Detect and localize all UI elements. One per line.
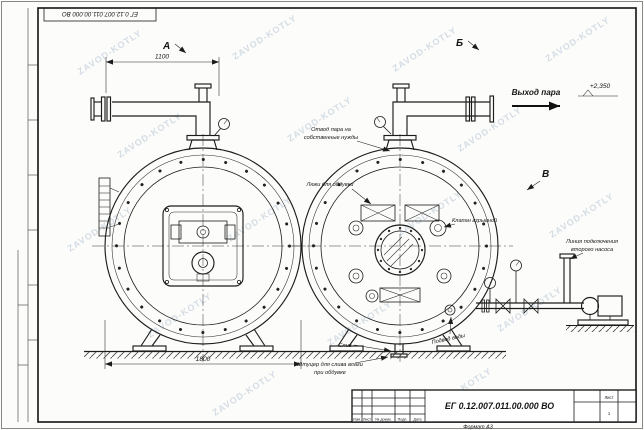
safety-valve-stub <box>194 83 212 89</box>
pressure-gauge <box>218 118 230 130</box>
steam-outlet-label: Выход пара <box>512 88 561 97</box>
watermark: ZAVOD-KOTLY <box>396 189 464 238</box>
front-door <box>162 205 244 287</box>
elevation-mark <box>578 89 618 97</box>
nozzles <box>348 219 456 316</box>
drain-fitting-label-2: при обдувке <box>314 370 346 376</box>
watermark: ZAVOD-KOTLY <box>231 13 299 62</box>
explosion-valve-nozzle <box>429 219 447 237</box>
valve <box>523 298 539 314</box>
view-a-boiler-front: 1100 1800 А <box>90 41 316 369</box>
dimension-1100: 1100 <box>105 54 220 96</box>
pressure-gauge <box>374 116 386 128</box>
col-podp: Подп. <box>398 418 408 422</box>
top-stamp-doc-number: ЕГ 0.12.007.011.00.000 ВО <box>62 10 138 17</box>
explosion-valve-label: Клапан взрывной <box>452 217 497 224</box>
top-stamp-box <box>43 7 157 22</box>
col-list: Лист <box>363 418 371 422</box>
pump-volute <box>580 296 600 316</box>
watermark: ZAVOD-KOTLY <box>548 191 616 240</box>
boiler-shell-rear <box>301 147 499 345</box>
watermark: ZAVOD-KOTLY <box>544 15 612 64</box>
view-b-boiler-rear: Б <box>289 38 513 362</box>
own-needs-label-1: Отвод пара на <box>311 127 351 133</box>
dim-1100-text: 1100 <box>155 54 170 61</box>
pump-line-label-2: второго насоса <box>571 247 613 253</box>
dim-1800-text: 1800 <box>196 356 211 363</box>
annotations: Выход пара +2,350 Отвод пара на собствен… <box>297 83 618 376</box>
pressure-gauge <box>484 277 496 289</box>
bottom-hatch <box>379 287 421 303</box>
pump-assembly <box>476 253 634 332</box>
view-a-arrow <box>174 43 187 54</box>
title-doc-number: ЕГ 0.12.007.011.00.000 ВО <box>445 401 554 411</box>
own-needs-label-2: собственные нужды <box>304 135 358 141</box>
sheet-number: 1 <box>608 411 611 416</box>
watermark: ZAVOD-KOTLY <box>211 369 279 418</box>
title-block: Изм. Лист № докум. Подп. Дата ЕГ 0.12.00… <box>351 389 637 430</box>
watermark: ZAVOD-KOTLY <box>391 25 459 74</box>
elevation-value: +2,350 <box>590 83 611 90</box>
col-izm: Изм. <box>353 418 361 422</box>
pipe-flange <box>106 96 112 122</box>
pressure-gauge <box>510 259 522 272</box>
view-b-arrow <box>467 40 480 51</box>
blow-hatches-label: Люки для обдувки <box>306 182 354 188</box>
sheet-label: Лист <box>604 395 613 400</box>
blow-hatches <box>360 204 440 222</box>
water-inlet-nozzle <box>444 304 456 316</box>
water-level-gauge <box>98 177 120 237</box>
flange-bolts-rear <box>312 158 488 334</box>
second-pump-connection-flange <box>559 253 575 259</box>
format-label: Формат А3 <box>463 425 493 430</box>
watermark: ZAVOD-KOTLY <box>66 205 134 254</box>
view-label-a: А <box>162 41 170 52</box>
inner-frame <box>37 7 637 423</box>
view-label-b: Б <box>456 38 463 49</box>
view-v-arrow <box>526 180 541 191</box>
drain-label: Слив <box>338 343 351 349</box>
manhole <box>374 224 426 276</box>
watermark: ZAVOD-KOTLY <box>76 28 144 77</box>
dimension-1800: 1800 <box>104 320 302 369</box>
pump-line-label-1: Линия подключения <box>565 239 618 245</box>
ground <box>84 350 506 359</box>
view-label-v: В <box>542 169 549 180</box>
sight-glass <box>196 225 210 239</box>
watermark: ZAVOD-KOTLY <box>226 195 294 244</box>
steam-dome-and-pipe-a <box>90 83 230 151</box>
col-data: Дата <box>413 418 422 422</box>
valve <box>495 298 511 314</box>
pump-motor <box>597 295 623 317</box>
drain-fitting-label-1: Штуцер для слива влаги <box>297 362 363 368</box>
col-doc: № докум. <box>375 418 391 422</box>
steam-dome-and-pipe-b <box>374 83 495 151</box>
